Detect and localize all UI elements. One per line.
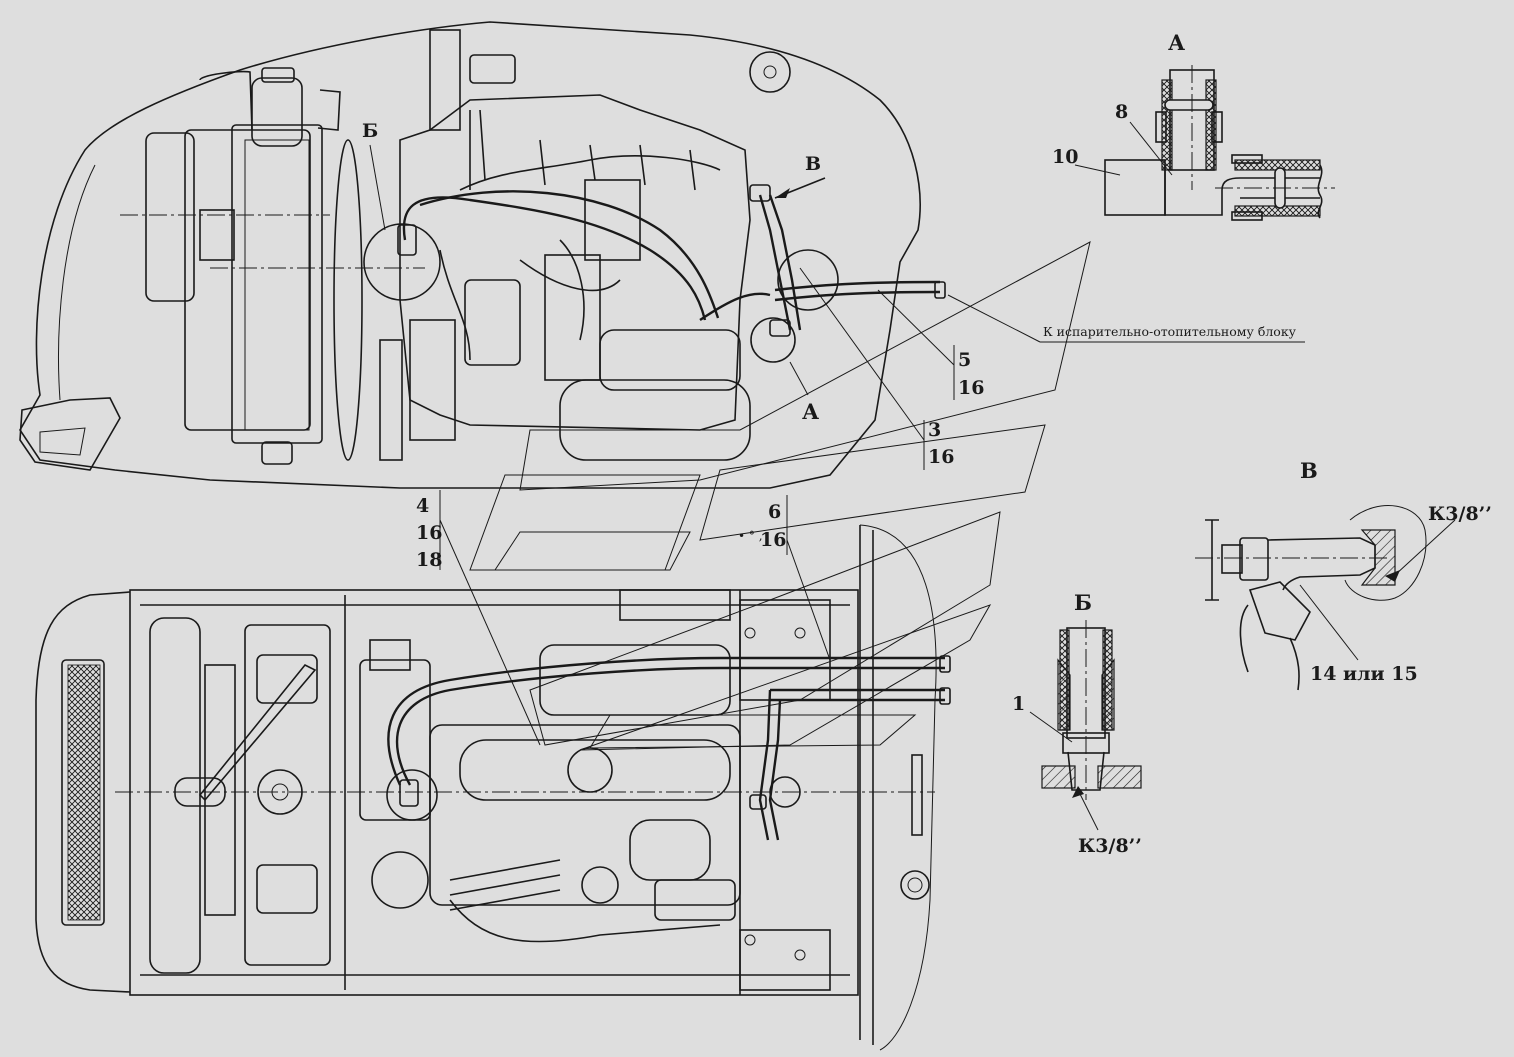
engine-top — [429, 724, 741, 906]
outlet-pipe — [774, 290, 941, 302]
detail-v-title: В — [1300, 458, 1318, 483]
detail-v: В К3/8’’ 14 или 15 — [1195, 458, 1492, 691]
callout-4: 4 — [416, 495, 429, 517]
radiator-grille — [145, 132, 195, 302]
callout-6: 6 — [768, 501, 781, 523]
callout-5-16: 16 — [958, 377, 984, 399]
cab-outline — [19, 21, 921, 489]
callout-4-16: 16 — [416, 522, 442, 544]
destination-label: К испарительно-отопительному блоку — [1043, 324, 1297, 339]
callout-5: 5 — [958, 349, 971, 371]
phantom-outline — [519, 241, 1091, 491]
part-1: 1 — [1012, 693, 1025, 715]
svg-text:• ° ,: • ° , — [738, 529, 763, 543]
detail-b-thread: К3/8’’ — [1078, 835, 1142, 857]
detail-v-parts: 14 или 15 — [1310, 663, 1418, 685]
fuel-hose-bottom — [395, 666, 945, 786]
front-grille — [35, 591, 131, 993]
top-view-labels: Б В А К испарительно-отопительному блоку… — [362, 120, 1305, 470]
part-10: 10 — [1052, 146, 1078, 168]
callout-4-18: 18 — [416, 549, 442, 571]
bottom-engine-view — [35, 511, 1001, 1051]
fuel-hose-top — [402, 196, 707, 321]
detail-b-title: Б — [1074, 590, 1092, 615]
detail-a: А 8 10 — [1052, 30, 1335, 221]
fan-pulley — [333, 139, 363, 461]
bumper — [19, 397, 121, 471]
bottom-view-labels: 4 16 18 6 16 — [416, 490, 831, 746]
callout-6-16: 16 — [760, 529, 786, 551]
label-view-a: А — [802, 399, 819, 424]
callout-3: 3 — [928, 419, 941, 441]
top-engine-view — [19, 21, 1091, 571]
small-marks: • ° , — [738, 529, 763, 543]
mount-ring — [363, 223, 441, 301]
label-view-v: В — [805, 153, 821, 175]
callout-3-16: 16 — [928, 446, 954, 468]
part-8: 8 — [1115, 101, 1128, 123]
detail-a-title: А — [1168, 30, 1185, 55]
detail-b: Б 1 К3/8’’ — [1012, 590, 1142, 857]
label-view-b: Б — [362, 120, 378, 142]
detail-v-thread: К3/8’’ — [1428, 503, 1492, 525]
engine-block — [399, 94, 751, 431]
grille-slats — [67, 664, 101, 921]
